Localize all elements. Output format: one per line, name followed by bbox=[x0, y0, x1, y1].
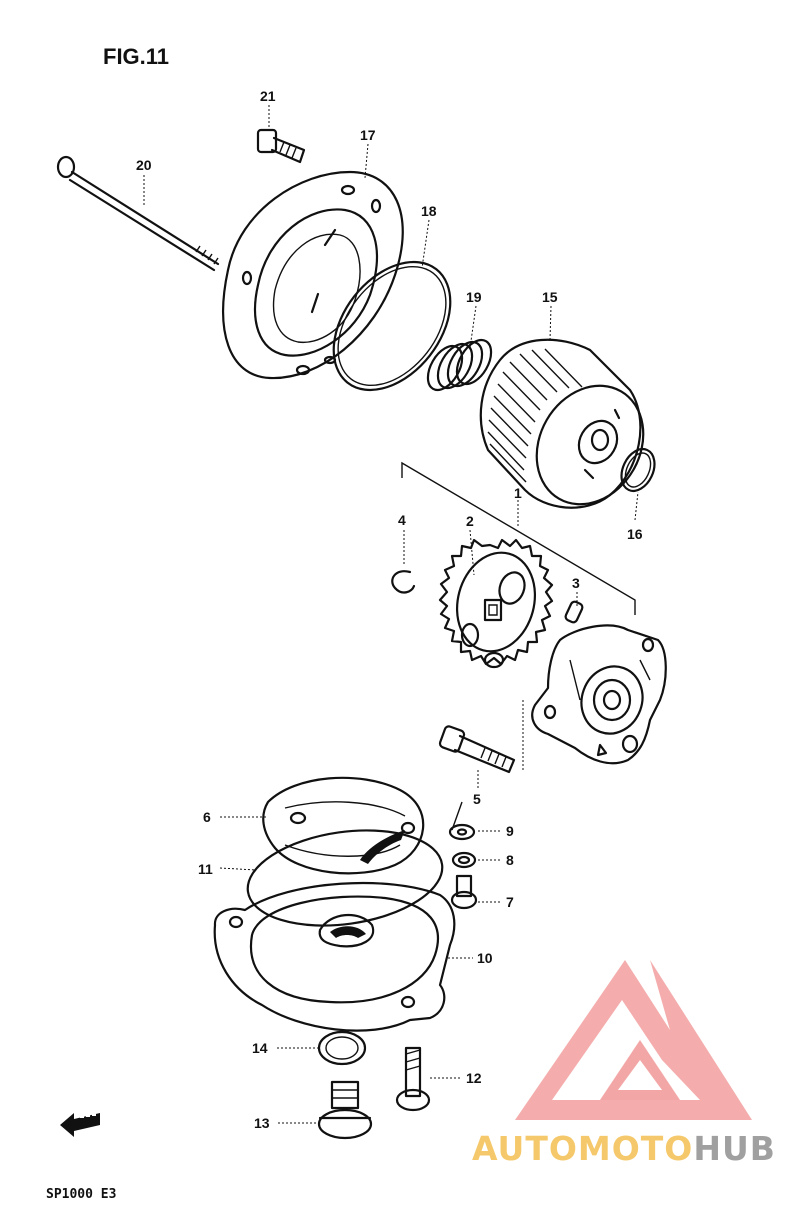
callout-8: 8 bbox=[506, 852, 514, 868]
callout-11: 11 bbox=[198, 861, 213, 877]
callout-16: 16 bbox=[627, 526, 643, 542]
callout-10: 10 bbox=[477, 950, 493, 966]
callout-2: 2 bbox=[466, 513, 474, 529]
watermark-text: AUTOMOTOHUB bbox=[472, 1129, 776, 1168]
callout-5: 5 bbox=[473, 791, 481, 807]
watermark-text-hub: HUB bbox=[693, 1129, 776, 1168]
watermark-text-automoto: AUTOMOTO bbox=[472, 1129, 693, 1168]
part-15-oil-filter bbox=[479, 338, 645, 509]
assembly-bracket bbox=[401, 461, 636, 615]
part-1-pump-body bbox=[531, 624, 667, 765]
callout-19: 19 bbox=[466, 289, 482, 305]
callout-12: 12 bbox=[466, 1070, 482, 1086]
part-9-washer bbox=[448, 801, 476, 841]
callout-labels: 21 20 17 18 19 15 16 1 4 2 3 5 6 11 9 8 … bbox=[136, 88, 643, 1131]
part-14-drain-gasket bbox=[317, 1030, 367, 1066]
part-18-o-ring bbox=[332, 260, 452, 392]
part-21-bolt bbox=[256, 128, 306, 164]
leader-lines bbox=[143, 105, 639, 1124]
part-11-o-ring bbox=[246, 829, 444, 927]
callout-21: 21 bbox=[260, 88, 276, 104]
part-16-o-ring bbox=[620, 447, 656, 493]
callout-4: 4 bbox=[398, 512, 406, 528]
part-20-long-bolt bbox=[56, 155, 220, 272]
part-12-pan-bolt bbox=[395, 1046, 431, 1112]
part-2-drive-gear bbox=[438, 538, 554, 669]
part-10-oil-pan bbox=[213, 881, 456, 1032]
part-6-oil-strainer bbox=[262, 776, 425, 875]
callout-1: 1 bbox=[514, 485, 522, 501]
callout-17: 17 bbox=[360, 127, 376, 143]
model-code: SP1000 E3 bbox=[46, 1187, 116, 1202]
front-direction-arrow-icon bbox=[60, 1113, 100, 1137]
part-19-spring bbox=[426, 338, 493, 392]
part-7-screw bbox=[450, 874, 478, 910]
callout-18: 18 bbox=[421, 203, 437, 219]
part-4-circlip bbox=[391, 570, 416, 594]
callout-6: 6 bbox=[203, 809, 211, 825]
part-13-drain-plug bbox=[317, 1080, 373, 1140]
part-8-lock-washer bbox=[451, 851, 477, 869]
callout-14: 14 bbox=[252, 1040, 268, 1056]
callout-20: 20 bbox=[136, 157, 152, 173]
callout-15: 15 bbox=[542, 289, 558, 305]
watermark-logo bbox=[515, 960, 752, 1120]
callout-13: 13 bbox=[254, 1115, 270, 1131]
callout-7: 7 bbox=[506, 894, 514, 910]
part-17-filter-cap bbox=[222, 170, 404, 380]
part-3-dowel-pin bbox=[564, 600, 584, 624]
callout-9: 9 bbox=[506, 823, 514, 839]
callout-3: 3 bbox=[572, 575, 580, 591]
figure-title: FIG.11 bbox=[103, 44, 169, 69]
part-5-pump-bolt bbox=[438, 700, 524, 774]
